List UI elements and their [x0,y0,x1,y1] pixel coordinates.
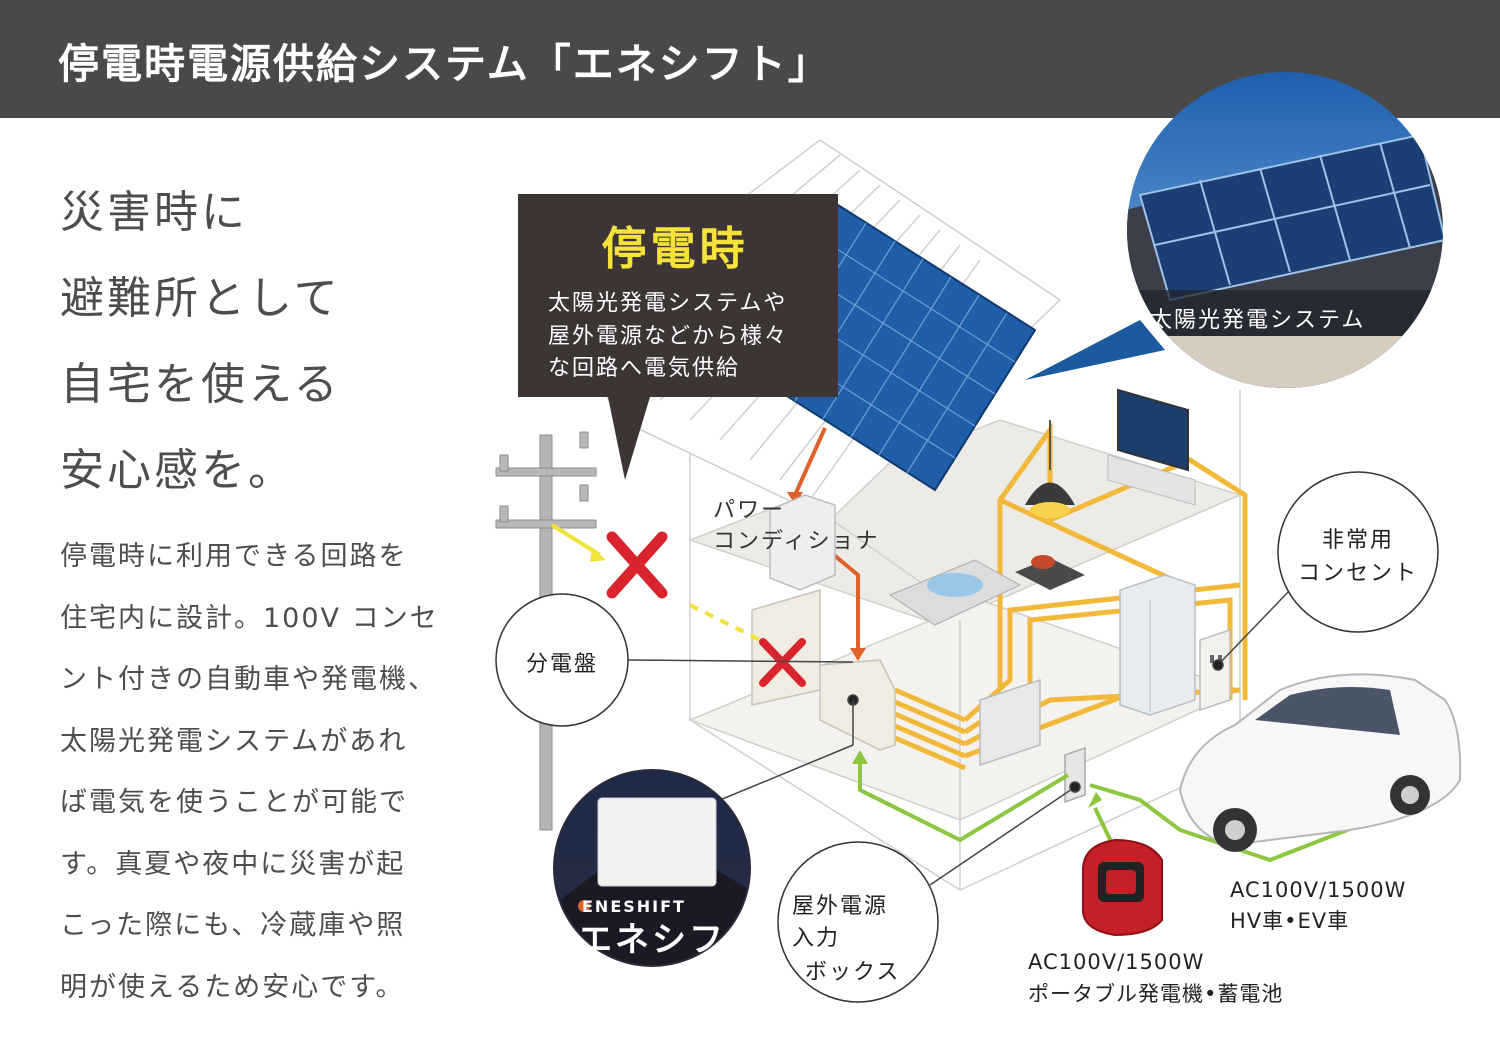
cross-mark-icon [759,638,806,687]
body-line: 停電時に利用できる回路を [60,541,408,572]
label-circle-emergency-outlet [1277,471,1439,633]
distribution-board-label: 分電盤 [525,652,598,677]
outdoor-box-label: ボックス [805,960,901,985]
portable-source-label: AC100V/1500W [1028,950,1205,974]
solar-photo [1127,72,1443,388]
cross-mark-icon [606,531,668,599]
sink-icon [888,559,1022,626]
body-line: 住宅内に設計。100V コンセ [60,602,439,634]
eneshift-logo-jp: エネシフト [578,920,763,960]
headline-line: 災害時に [60,187,248,238]
headline-line: 自宅を使える [60,359,341,410]
headline-line: 避難所として [60,273,341,324]
car-icon [1178,673,1462,852]
label-circle-distribution-board [495,593,629,727]
callout-line: 屋外電源などから様々 [548,324,789,349]
portable-source-label: ポータブル発電機•蓄電池 [1028,982,1284,1006]
headline-line: 安心感を。 [60,445,295,496]
emergency-outlet-label: コンセント [1297,561,1418,586]
photo-pointer [1025,320,1165,380]
wall-panel [979,678,1041,767]
vehicle-source-label: AC100V/1500W [1230,878,1407,902]
callout-line: な回路へ電気供給 [548,356,741,381]
solar-photo-label: 太陽光発電システム [1150,308,1366,333]
lamp-icon [1025,420,1075,518]
eneshift-product [554,770,750,966]
page-title: 停電時電源供給システム「エネシフト」 [58,40,831,88]
power-conditioner [769,494,836,591]
header-bar: 停電時電源供給システム「エネシフト」 [0,0,1500,118]
pointer-lines [627,589,1291,886]
eneshift-logo-mark [578,900,590,912]
body-line: ント付きの自動車や発電機、 [60,664,437,695]
body-line: す。真夏や夜中に災害が起 [60,848,406,880]
headline: 災害時に 避難所として 自宅を使える 安心感を。 [60,170,480,514]
body-line: 太陽光発電システムがあれ [60,725,408,757]
label-circle-outdoor-box [777,841,939,1003]
body-text: 停電時に利用できる回路を 住宅内に設計。100V コンセ ント付きの自動車や発電… [60,526,470,1018]
body-line: 明が使えるため安心です。 [60,971,405,1003]
tv-icon [1107,388,1196,506]
outdoor-box-label: 屋外電源 [792,894,889,919]
eneshift-logo-text: ENESHIFT [582,897,686,916]
emergency-outlet-label: 非常用 [1321,528,1394,553]
callout-line: 太陽光発電システムや [548,291,788,316]
generator-icon [1082,838,1163,937]
utility-line-dashed [689,603,761,642]
vehicle-source-label: HV車•EV車 [1230,909,1350,933]
power-conditioner-label: パワー [713,498,786,523]
refrigerator-icon [1119,574,1196,716]
callout-bubble [518,194,838,480]
outlet-icon [1199,628,1231,712]
body-line: ば電気を使うことが可能で [60,787,408,818]
body-line: こった際にも、冷蔵庫や照 [60,910,406,941]
outdoor-box-label: 入力 [792,926,841,951]
callout-title: 停電時 [601,222,749,275]
power-conditioner-label: コンディショナ [713,529,880,554]
dc-line [793,427,860,650]
stove-icon [1015,555,1085,590]
